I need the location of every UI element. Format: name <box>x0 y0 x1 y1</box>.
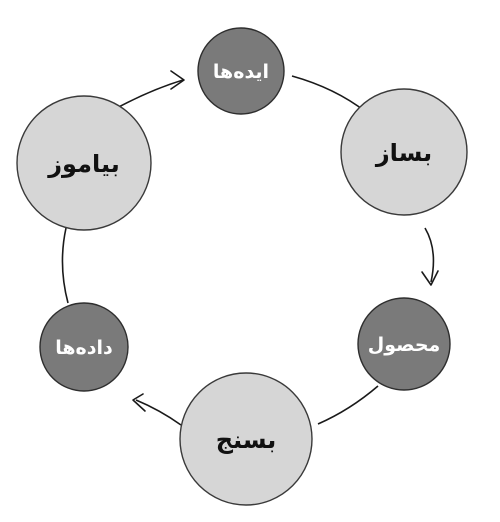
node-learn-label: بیاموز <box>47 150 120 178</box>
cycle-arrowheads <box>132 70 439 412</box>
connector-measure-to-data <box>135 399 182 426</box>
connector-ideas-to-build <box>291 75 367 113</box>
node-ideas-circle <box>197 27 285 115</box>
node-measure-circle <box>179 372 313 506</box>
arrowhead-into-product <box>421 270 439 286</box>
node-data-label: داده‌ها <box>55 337 113 359</box>
node-product-circle <box>357 297 451 391</box>
node-build-label: بساز <box>375 139 432 167</box>
arrowhead-into-data <box>132 393 146 412</box>
node-ideas: ایده‌ها <box>197 27 285 115</box>
node-learn: بیاموز <box>16 95 152 231</box>
node-build-circle <box>340 88 468 216</box>
arrowhead-into-ideas <box>170 70 185 90</box>
connector-learn-to-ideas <box>112 79 184 111</box>
node-data-circle <box>39 302 129 392</box>
connector-build-to-product <box>424 227 435 283</box>
node-measure-label: بسنج <box>216 426 277 454</box>
node-learn-circle <box>16 95 152 231</box>
node-product-label: محصول <box>368 334 441 356</box>
node-build: بساز <box>340 88 468 216</box>
node-data: داده‌ها <box>39 302 129 392</box>
connector-data-to-learn <box>61 227 69 304</box>
connector-product-to-measure <box>317 385 379 425</box>
node-ideas-label: ایده‌ها <box>213 61 269 83</box>
node-measure: بسنج <box>179 372 313 506</box>
node-product: محصول <box>357 297 451 391</box>
